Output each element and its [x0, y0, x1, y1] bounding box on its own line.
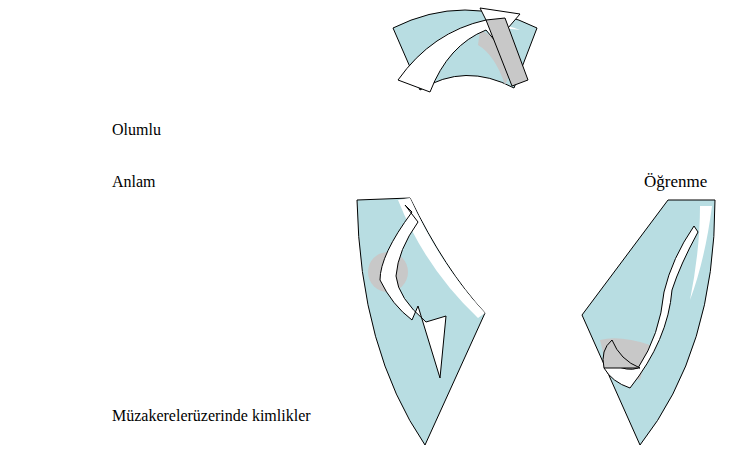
cycle-label: Olumlu: [112, 120, 161, 139]
cycle-label: Öğrenme: [644, 172, 707, 192]
cycle-segment-right: [582, 200, 715, 445]
cycle-segment-top: [393, 8, 537, 92]
cycle-label: Müzakerelerüzerinde kimlikler: [112, 406, 311, 425]
cycle-segment-left: [357, 198, 485, 445]
cycle-label: Anlam: [112, 172, 156, 191]
